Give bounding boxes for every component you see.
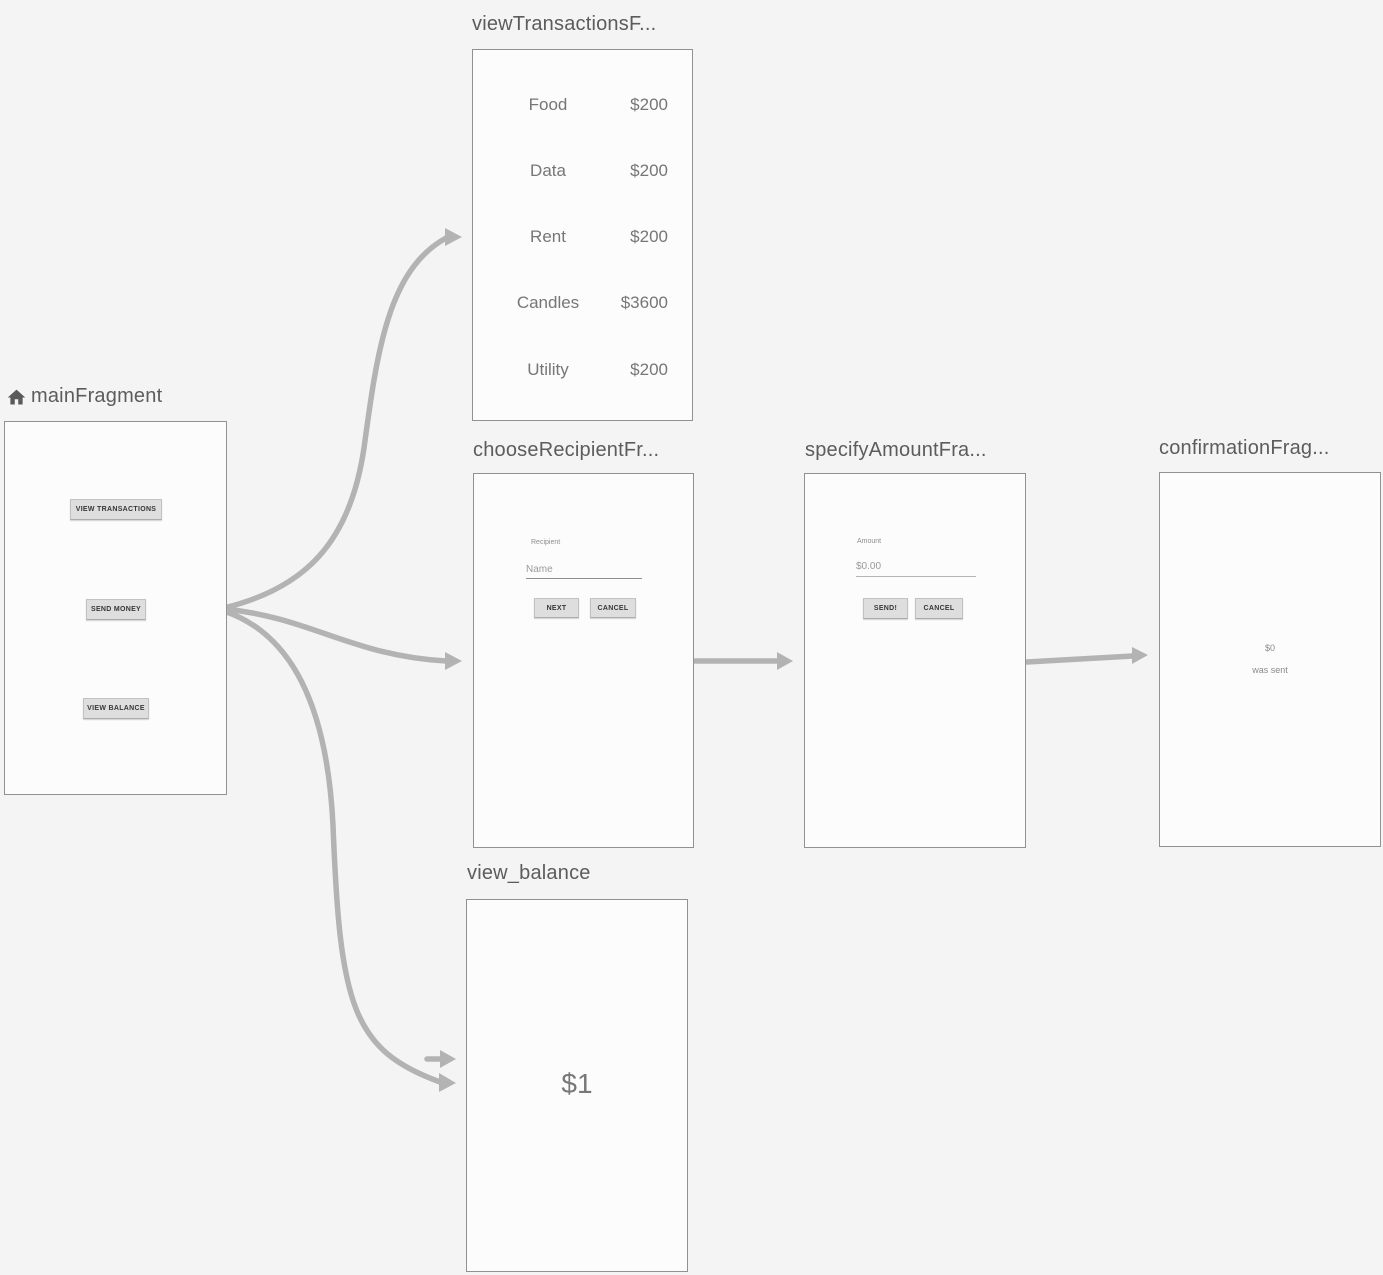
preview-amount-field-underline	[856, 576, 976, 577]
action-main-to-view-transactions[interactable]	[221, 228, 462, 611]
action-main-to-choose-recipient[interactable]	[221, 606, 462, 670]
transaction-label: Utility	[527, 360, 569, 379]
preview-amount-label: Amount	[857, 538, 882, 545]
transaction-row: Data $200	[473, 161, 692, 183]
fragment-choose-recipient[interactable]: Recipient Name NEXT CANCEL	[473, 473, 694, 848]
action-specify-amount-to-confirmation[interactable]	[1024, 647, 1148, 665]
transaction-row: Food $200	[473, 95, 692, 117]
transaction-row: Candles $3600	[473, 293, 692, 315]
preview-name-field: Name	[526, 564, 553, 575]
preview-confirmation-message: was sent	[1252, 665, 1288, 675]
fragment-title-main[interactable]: mainFragment	[6, 385, 162, 408]
transaction-amount: $200	[630, 161, 668, 180]
preview-send-money-button: SEND MONEY	[86, 599, 146, 620]
transaction-amount: $200	[630, 227, 668, 246]
action-main-to-view-balance[interactable]	[221, 608, 456, 1092]
fragment-title-choose-recipient[interactable]: chooseRecipientFr...	[473, 439, 660, 461]
fragment-view-transactions[interactable]: Food $200 Data $200 Rent $200 Candles $3…	[472, 49, 693, 421]
fragment-title-specify-amount[interactable]: specifyAmountFra...	[805, 439, 987, 461]
fragment-specify-amount[interactable]: Amount $0.00 SEND! CANCEL	[804, 473, 1026, 848]
action-stub-to-view-balance[interactable]	[424, 1050, 456, 1068]
fragment-title-confirmation[interactable]: confirmationFrag...	[1159, 437, 1330, 459]
transaction-label: Food	[528, 95, 568, 114]
fragment-title-label: mainFragment	[31, 385, 163, 407]
preview-name-field-underline	[526, 578, 642, 579]
fragment-main[interactable]: VIEW TRANSACTIONS SEND MONEY VIEW BALANC…	[4, 421, 227, 795]
transaction-label: Rent	[530, 227, 566, 246]
transaction-label: Data	[530, 161, 566, 180]
preview-amount-field: $0.00	[856, 561, 882, 572]
fragment-view-balance[interactable]: $1	[466, 899, 688, 1272]
fragment-confirmation[interactable]: $0 was sent	[1159, 472, 1381, 847]
transaction-amount: $200	[630, 95, 668, 114]
home-icon	[7, 389, 26, 404]
preview-cancel-button: CANCEL	[915, 598, 963, 619]
fragment-title-view-transactions[interactable]: viewTransactionsF...	[472, 13, 657, 35]
preview-balance-amount: $1	[561, 1068, 593, 1099]
action-choose-recipient-to-specify-amount[interactable]	[692, 652, 793, 670]
preview-confirmation-amount: $0	[1264, 643, 1276, 653]
preview-recipient-label: Recipient	[531, 539, 561, 546]
preview-next-button: NEXT	[534, 598, 579, 618]
fragment-title-view-balance[interactable]: view_balance	[467, 862, 591, 884]
transaction-amount: $3600	[620, 293, 668, 312]
preview-view-transactions-button: VIEW TRANSACTIONS	[70, 499, 162, 520]
transaction-label: Candles	[516, 293, 580, 312]
preview-view-balance-button: VIEW BALANCE	[83, 698, 149, 719]
transaction-row: Utility $200	[473, 360, 692, 382]
preview-cancel-button: CANCEL	[590, 598, 636, 618]
transaction-row: Rent $200	[473, 227, 692, 249]
transaction-amount: $200	[630, 360, 668, 379]
preview-send-button: SEND!	[863, 598, 908, 619]
